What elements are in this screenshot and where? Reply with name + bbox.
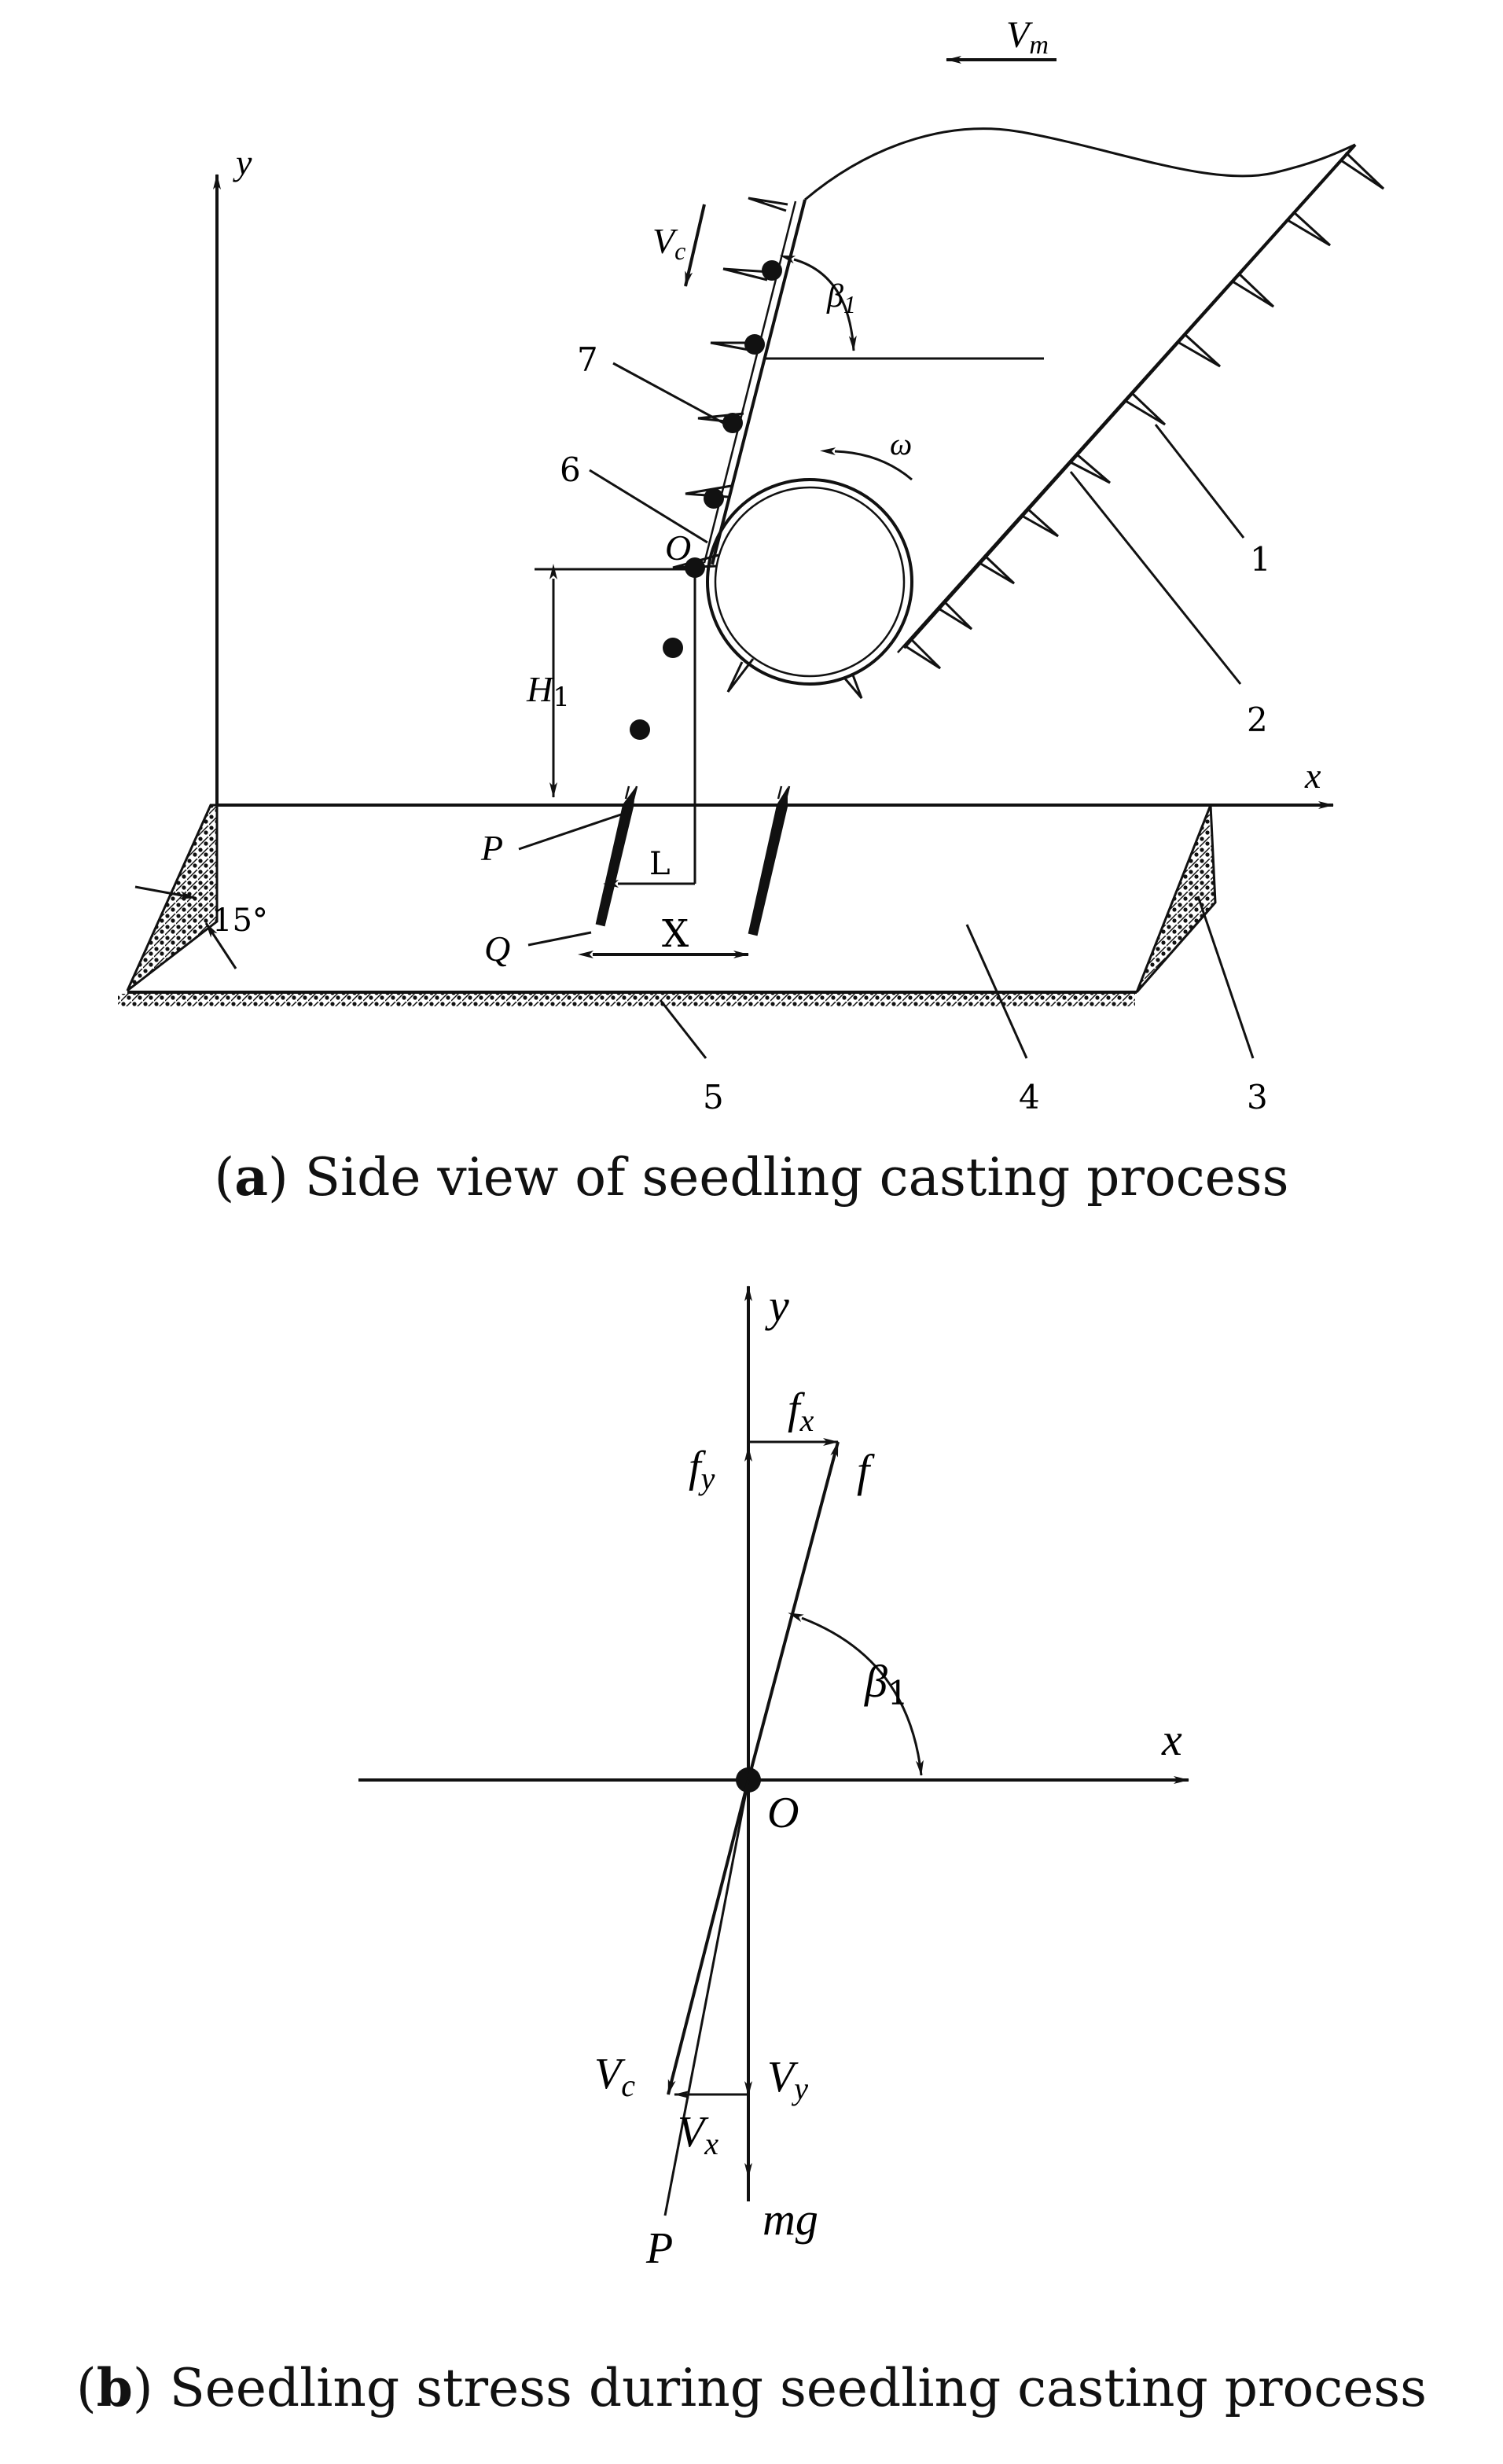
part-number-3: 3 [1247,1078,1268,1116]
vm-label: Vm [1006,14,1049,60]
panel-b-y-axis-label: y [765,1280,789,1331]
f-label: f [857,1445,875,1496]
roller-cells [726,658,863,699]
part-number-5: 5 [703,1078,724,1116]
part-number-6: 6 [560,451,581,489]
belt-right-edge-inner [897,152,1348,653]
q-leader [527,931,592,947]
h1-label: H1 [526,669,570,713]
mg-label: mg [763,2194,818,2245]
beta-label: β1 [826,278,856,318]
left-belt-cells [672,197,788,569]
part-number-7: 7 [577,340,598,379]
roller [706,478,913,686]
vy-label: Vy [767,2053,808,2106]
omega-label: ω [890,426,912,462]
trench-right-wall [1135,804,1217,993]
part-number-2: 2 [1247,701,1268,739]
panel-b-beta-label: β1 [864,1656,909,1712]
fy-label: fy [689,1443,715,1496]
panel-b-vc-label: Vc [594,2050,635,2103]
part-number-leaders [589,362,1255,1059]
panel-b-x-axis-label: x [1161,1714,1182,1765]
part-number-1: 1 [1250,540,1271,579]
vc-direction-line [663,1779,750,2216]
panel-a-y-axis-label: y [233,142,252,182]
roller-rim [714,486,906,678]
p-leader [518,813,622,851]
panel-b-p-label: P [645,2224,673,2273]
beta-arc [779,255,857,351]
planted-seedling-left [595,785,638,927]
vx-label: Vx [678,2108,718,2161]
right-belt-cells [905,151,1385,670]
part-number-4: 4 [1019,1078,1040,1116]
q-label: Q [484,929,510,969]
x-dist-label: X [662,912,689,956]
planted-seedling-right [748,785,791,936]
vc-vector [667,1779,750,2095]
angle-arrow-upper [134,885,196,899]
belt-left-edge [711,199,807,565]
panel-b-origin-label: O [767,1789,799,1837]
panel-b-diagram: y x O f fx fy β1 Vc Vx Vy mg P (b) Seedl… [76,1280,1427,2418]
l-label: L [649,846,671,882]
vc-label: Vc [652,221,685,265]
panel-a-origin-label: O [665,528,691,568]
force-f [747,1441,840,1781]
panel-a-x-axis-label: x [1304,756,1321,796]
angle-label: 15° [212,903,268,939]
panel-b-beta-arc [788,1613,924,1776]
p-label: P [480,828,503,868]
trench-left-wall [126,804,219,992]
panel-a-diagram: y x 15° Vm [118,14,1385,1208]
fx-label: fx [788,1385,814,1438]
panel-a-caption: (a) Side view of seedling casting proces… [215,1146,1289,1208]
panel-b-caption: (b) Seedling stress during seedling cast… [76,2357,1427,2418]
angle-arrow-lower [204,922,237,969]
vc-arrow [684,204,706,287]
tray-top-curve [804,127,1356,201]
seedling-dots [630,260,782,740]
ground-hatch [118,994,1135,1006]
omega-arrow [820,447,913,481]
